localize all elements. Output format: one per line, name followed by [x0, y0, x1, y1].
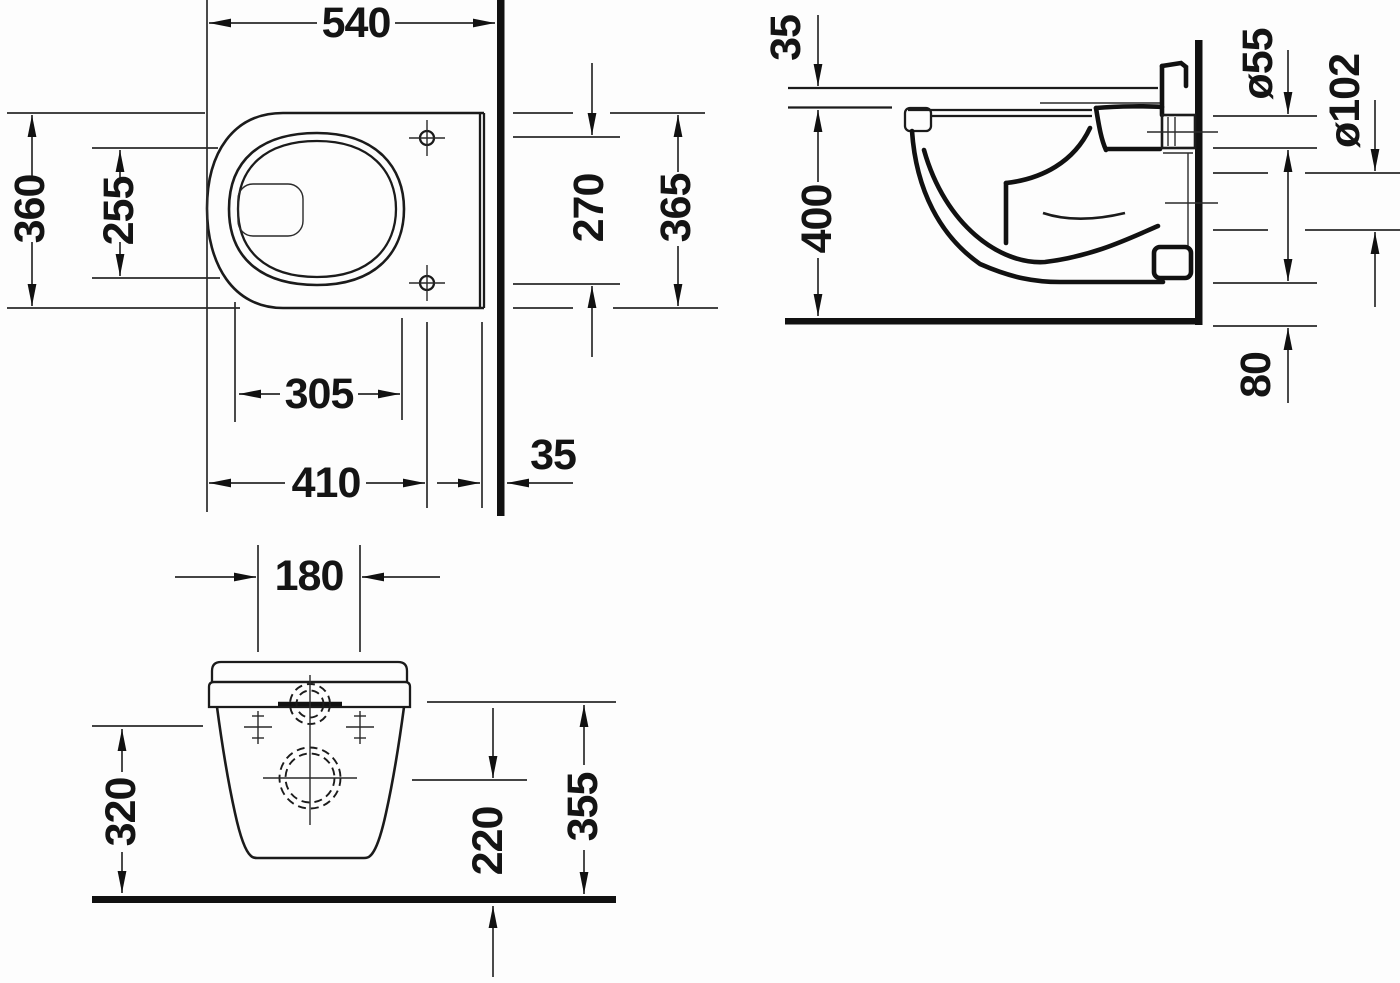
side-bowl-profile — [909, 60, 1189, 285]
dim-320: 320 — [97, 729, 145, 893]
dim-360: 360 — [6, 115, 54, 306]
plan-extension-lines — [7, 0, 718, 512]
dim-label-540: 540 — [322, 0, 391, 47]
front-body-outline — [215, 706, 406, 860]
dim-410: 410 — [209, 459, 425, 507]
side-view: 35 400 ø55 ø102 80 — [762, 15, 1400, 403]
side-bowl-interior — [921, 125, 1161, 265]
front-fixing-hole-right — [346, 711, 374, 744]
dim-540: 540 — [209, 0, 495, 47]
dim-label-365: 365 — [652, 174, 700, 243]
dim-label-35-plan: 35 — [530, 431, 576, 479]
dim-o102: ø102 — [1321, 54, 1380, 307]
plan-mounting-hole-top — [409, 120, 445, 156]
side-wall-line — [1195, 40, 1203, 325]
dim-label-355: 355 — [559, 773, 607, 842]
dim-label-35-side: 35 — [762, 15, 810, 61]
side-outlet-bracket — [1151, 244, 1194, 281]
dim-label-360: 360 — [6, 175, 54, 244]
side-floor-line — [785, 318, 1202, 325]
front-floor-line — [92, 896, 616, 903]
dim-80: 80 — [1232, 214, 1293, 403]
dim-label-255: 255 — [95, 177, 143, 246]
side-seat — [903, 102, 1160, 133]
dim-label-320: 320 — [97, 778, 145, 847]
dim-180: 180 — [175, 552, 440, 600]
dim-305: 305 — [239, 370, 400, 418]
dim-400: 400 — [793, 110, 841, 316]
plan-wall-line — [497, 0, 505, 516]
dim-label-400: 400 — [793, 185, 841, 254]
front-view: 180 320 220 355 — [92, 545, 616, 977]
dim-355: 355 — [559, 705, 607, 894]
front-fixing-hole-left — [244, 711, 272, 744]
side-inlet-pipe — [1160, 113, 1197, 246]
dim-label-220: 220 — [464, 807, 512, 876]
dim-label-410: 410 — [292, 459, 361, 507]
dim-label-305: 305 — [285, 370, 354, 418]
dim-35-plan: 35 — [437, 431, 577, 488]
dim-label-270: 270 — [565, 174, 613, 243]
dim-o55: ø55 — [1234, 28, 1293, 214]
plan-seat-opening — [227, 131, 406, 287]
dim-270: 270 — [565, 63, 613, 357]
side-extension-lines — [1213, 115, 1400, 327]
front-extension-lines — [92, 545, 616, 781]
plan-toilet-body — [205, 111, 486, 310]
dim-255: 255 — [95, 150, 143, 276]
dim-label-o102: ø102 — [1321, 54, 1369, 148]
dim-220: 220 — [464, 708, 512, 977]
dim-35-side: 35 — [762, 15, 823, 86]
dim-label-180: 180 — [275, 552, 344, 600]
plan-view: 540 360 255 270 365 — [6, 0, 718, 516]
dim-label-o55: ø55 — [1234, 28, 1282, 99]
plan-mounting-hole-bottom — [409, 265, 445, 301]
dim-label-80: 80 — [1232, 352, 1280, 398]
side-center-ticks — [1147, 131, 1218, 204]
dim-365: 365 — [652, 115, 700, 306]
plan-water-outline — [237, 183, 304, 237]
